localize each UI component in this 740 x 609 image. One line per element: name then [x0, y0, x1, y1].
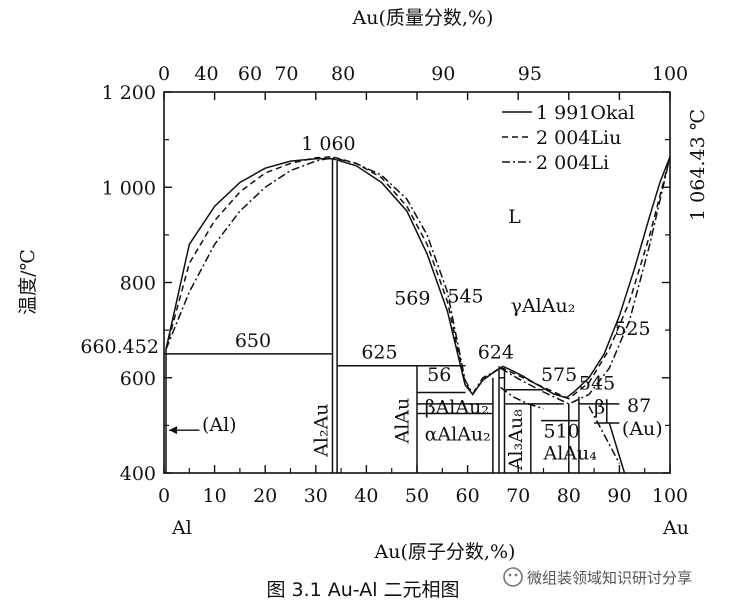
annotation-label: 625 [361, 342, 397, 364]
x-tick-label: 10 [203, 485, 227, 507]
top-tick-label: 0 [158, 63, 170, 85]
watermark: 微组装领域知识研讨分享 [503, 567, 692, 587]
phase-label-vertical: Al₂Au [310, 403, 332, 457]
series-line-dashed [500, 156, 671, 400]
x-tick-label: 70 [506, 485, 530, 507]
annotation-label: (Al) [202, 414, 237, 436]
x-tick-label: 90 [607, 485, 631, 507]
figure-caption: 图 3.1 Au-Al 二元相图 [266, 579, 459, 601]
annotation-label: 1 060 [301, 133, 355, 155]
y-axis-title: 温度/℃ [17, 249, 39, 315]
legend-label: 1 991Okal [536, 102, 635, 124]
annotation-label: β [594, 396, 605, 418]
annotation-label: (Au) [622, 418, 663, 440]
annotation-label: 87 [627, 395, 651, 417]
top-tick-label: 80 [331, 63, 355, 85]
top-axis-title: Au(质量分数,%) [352, 7, 494, 29]
annotation-label: 624 [478, 342, 514, 364]
annotation-label: 525 [614, 318, 650, 340]
phase-boundaries [164, 158, 626, 474]
series-line-solid [502, 156, 671, 399]
wechat-icon-dot [514, 573, 518, 577]
annotation-label: 569 [394, 287, 430, 309]
x-tick-label: 40 [354, 485, 378, 507]
series-line-dashdot [165, 156, 501, 396]
top-tick-label: 40 [194, 63, 218, 85]
legend: 1 991Okal 2 004Liu 2 004Li [502, 102, 635, 174]
y-tick-label: 400 [120, 463, 156, 485]
y-tick-label: 1 200 [102, 82, 156, 104]
phase-label-vertical: Al₃Au₈ [505, 409, 527, 471]
phase-label-vertical: AlAu [391, 398, 413, 445]
y-tick-label: 800 [120, 273, 156, 295]
annotation-label: 650 [235, 330, 271, 352]
corner-label-au: Au [662, 517, 689, 539]
top-tick-label: 95 [518, 63, 542, 85]
x-tick-label: 60 [456, 485, 480, 507]
wechat-icon-dot [508, 573, 512, 577]
series-line-dashdot [588, 405, 621, 464]
annotation-label: 545 [579, 373, 615, 395]
x-tick-label: 20 [253, 485, 277, 507]
x-tick-label: 30 [304, 485, 328, 507]
top-tick-label: 90 [431, 63, 455, 85]
al-arrow-head [169, 426, 178, 435]
annotation-label: 660.452 [80, 336, 159, 358]
annotation-label: 56 [427, 364, 451, 386]
annotation-label: αAlAu₂ [425, 424, 491, 446]
x-axis-title: Au(原子分数,%) [374, 541, 516, 563]
x-tick-label: 80 [557, 485, 581, 507]
y-tick-label: 1 000 [102, 177, 156, 199]
annotation-label: 575 [541, 364, 577, 386]
phase-boundary-line [608, 422, 626, 474]
x-tick-label: 50 [405, 485, 429, 507]
right-axis-label: 1 064.43 ℃ [687, 109, 709, 221]
x-tick-label: 100 [652, 485, 688, 507]
top-tick-label: 100 [652, 63, 688, 85]
watermark-text: 微组装领域知识研讨分享 [527, 569, 692, 587]
annotation-label: L [508, 206, 521, 228]
legend-label: 2 004Liu [536, 127, 621, 149]
annotation-label: 510 [544, 420, 580, 442]
series-line-solid [165, 157, 504, 396]
top-tick-label: 70 [274, 63, 298, 85]
annotation-label: AlAu₄ [543, 443, 598, 465]
series-line-dashdot [500, 156, 671, 405]
annotation-label: βAlAu₂ [425, 396, 489, 418]
liquidus-curves [165, 156, 671, 464]
corner-label-al: Al [171, 517, 192, 539]
y-tick-label: 600 [120, 368, 156, 390]
series-line-dashdot [500, 386, 544, 410]
top-tick-label: 60 [238, 63, 262, 85]
legend-label: 2 004Li [536, 152, 609, 174]
x-tick-label: 0 [158, 485, 170, 507]
annotation-label: 545 [447, 286, 483, 308]
wechat-icon [503, 567, 523, 587]
annotation-label: γAlAu₂ [511, 295, 576, 317]
